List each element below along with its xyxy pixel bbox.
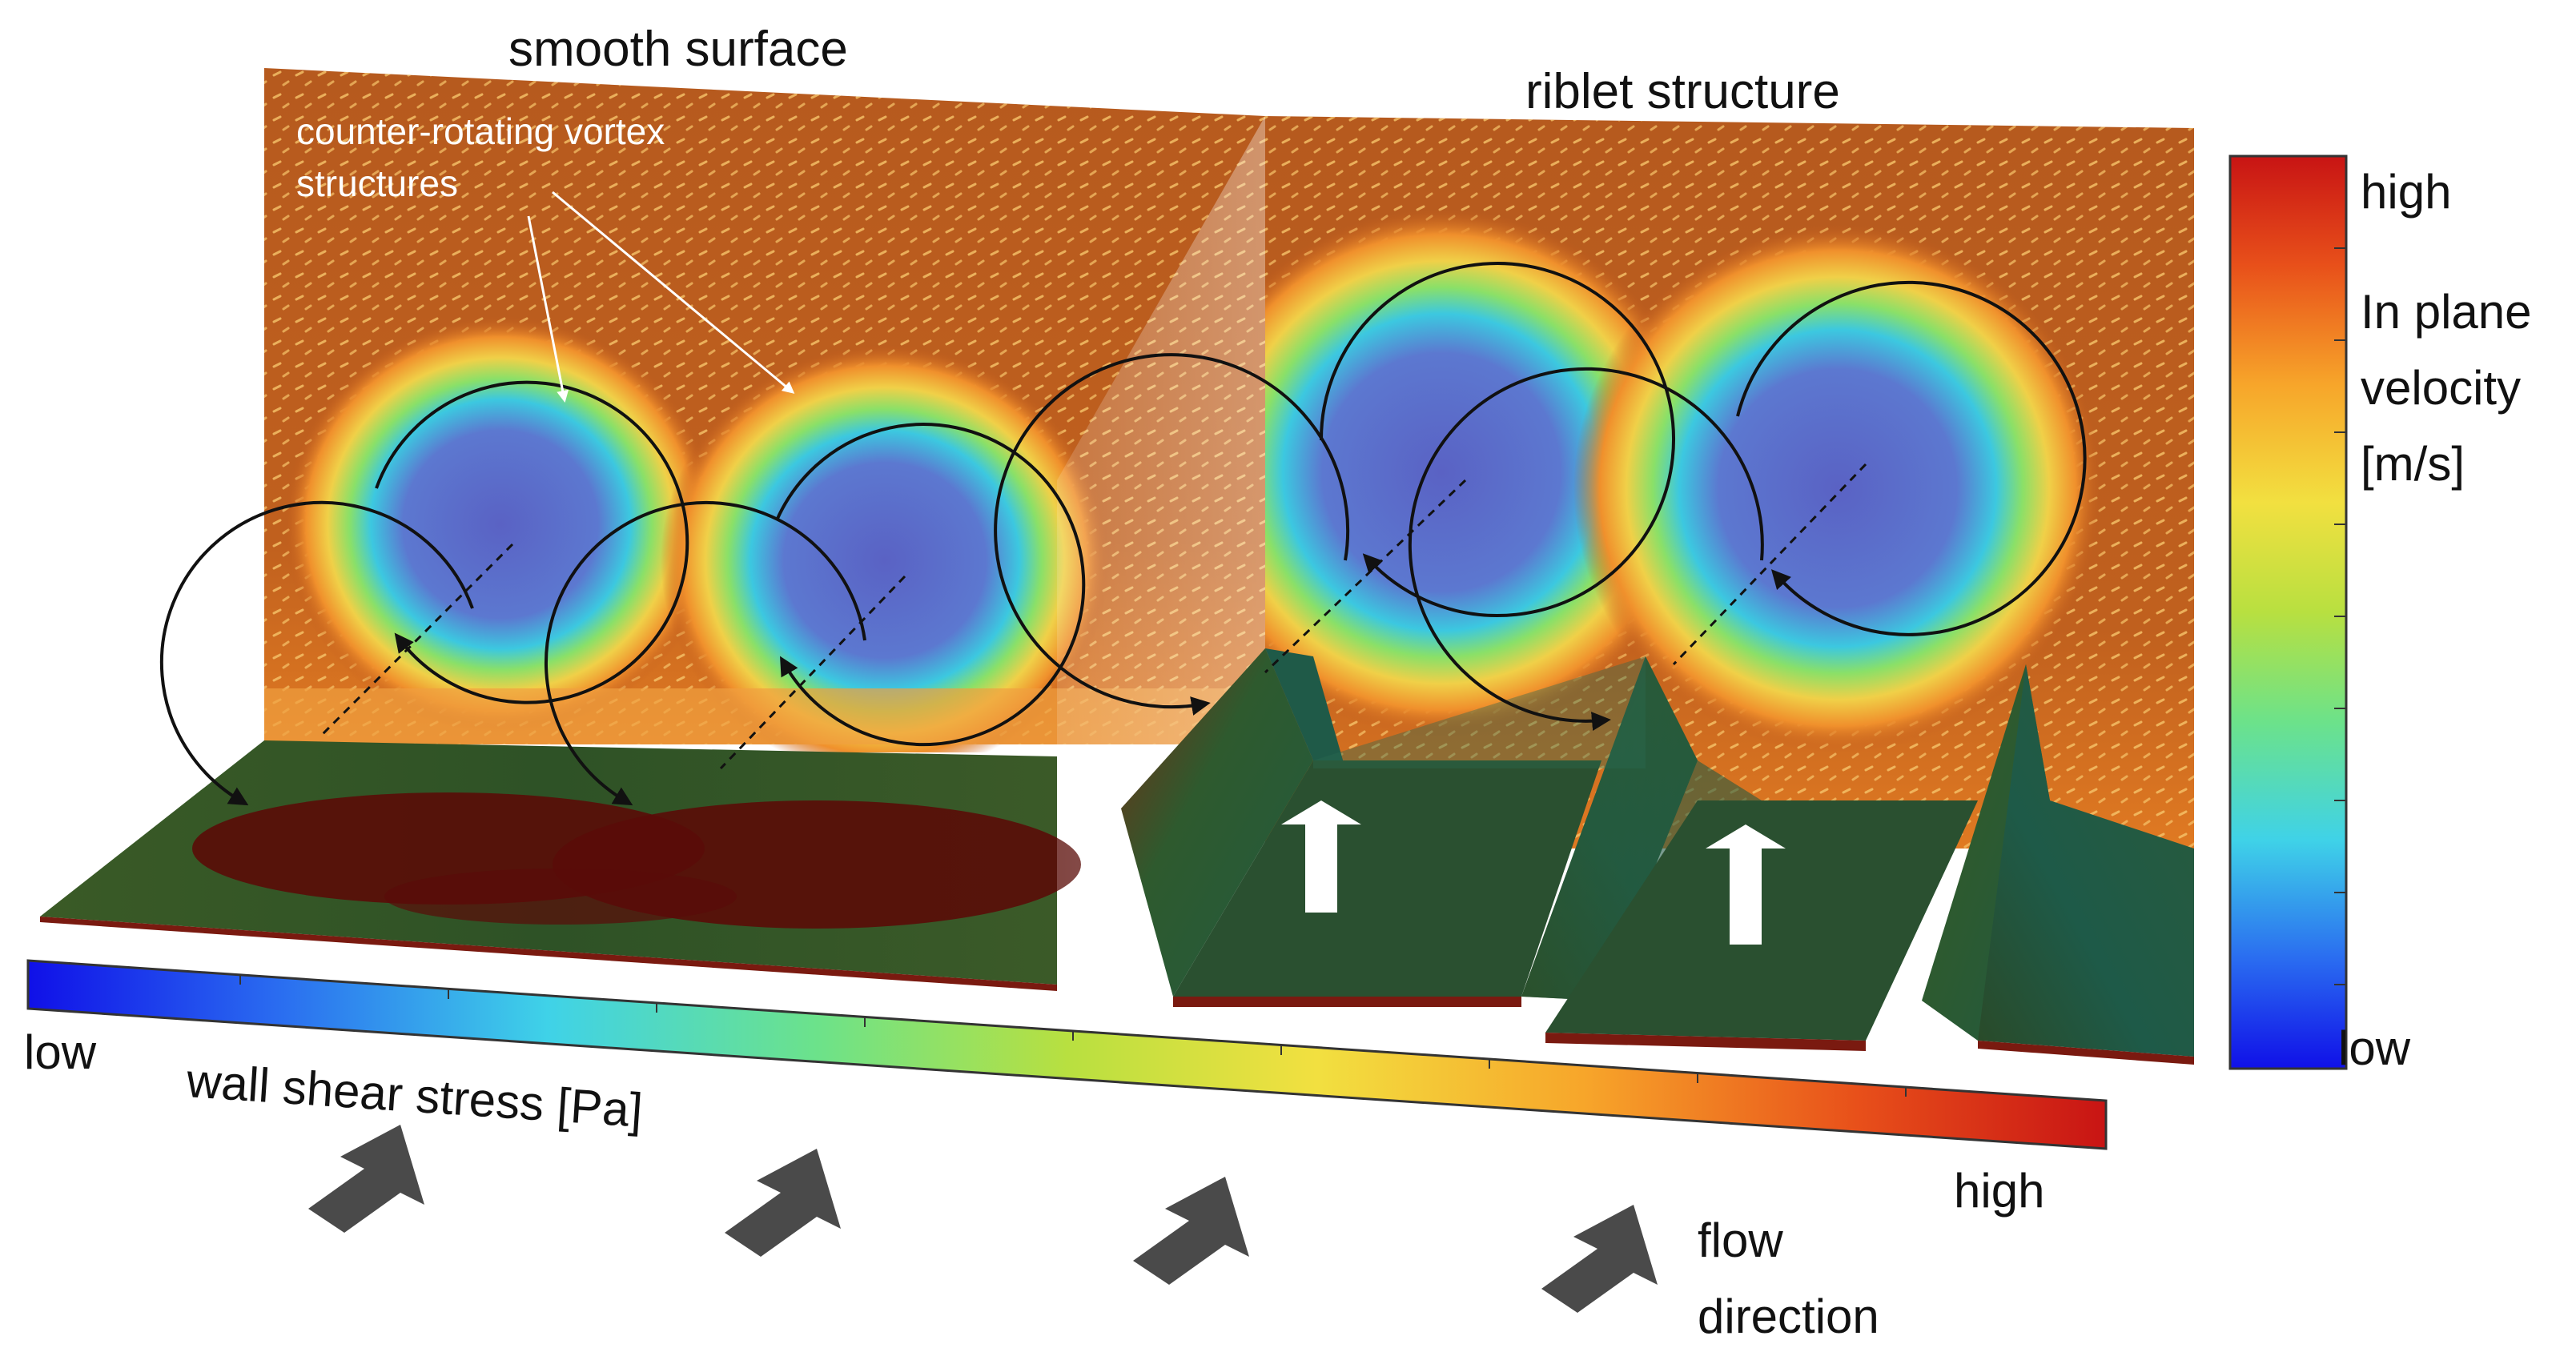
velocity-low-label: low: [2338, 1021, 2411, 1075]
white-up-arrow-2: [1706, 824, 1786, 945]
flow-arrow-3: [1133, 1177, 1249, 1285]
vortex-core-4: [1573, 224, 2102, 752]
vortex-arrow-8: [1408, 367, 1764, 731]
label-smooth-surface: smooth surface: [508, 22, 848, 77]
vortex-arrow-4: [544, 501, 866, 806]
vortex-arrow-3: [775, 423, 1086, 747]
vortex-core-2: [661, 344, 1109, 752]
velocity-colorbar: [2228, 154, 2348, 1070]
label-vortex-line2: structures: [296, 162, 458, 204]
vortex-axes: [319, 463, 1867, 770]
velocity-title-line2: velocity: [2361, 361, 2521, 415]
flow-arrow-4: [1541, 1205, 1658, 1313]
annotation-arrows: [527, 191, 795, 403]
flow-label-line1: flow: [1698, 1214, 1783, 1267]
shear-low-label: low: [24, 1025, 97, 1079]
vortex-arrow-2: [159, 500, 474, 806]
velocity-title-line1: In plane: [2361, 285, 2532, 339]
vortex-arrow-1: [375, 380, 689, 704]
flow-arrow-1: [308, 1125, 424, 1233]
vortex-arrow-7: [1736, 280, 2087, 636]
riblet-structure: [1121, 648, 2194, 1065]
white-up-arrow-1: [1281, 800, 1361, 913]
smooth-field-panel: [264, 68, 1265, 752]
riblet-field-panel: [1265, 116, 2194, 848]
label-vortex-line1: counter-rotating vortex: [296, 110, 665, 152]
flow-arrow-2: [725, 1149, 841, 1257]
upwash-arrows: [1281, 800, 1786, 945]
shear-stress-colorbar: [26, 959, 2108, 1150]
flow-label-line2: direction: [1698, 1290, 1879, 1343]
shear-high-label: high: [1954, 1164, 2044, 1218]
velocity-title-line3: [m/s]: [2361, 437, 2465, 491]
vortex-arrow-6: [994, 353, 1350, 716]
vortex-arrow-5: [1319, 262, 1675, 617]
label-riblet-structure: riblet structure: [1525, 64, 1840, 119]
shear-title: wall shear stress [Pa]: [184, 1053, 644, 1137]
vortex-core-3: [1265, 208, 1706, 736]
vortex-core-1: [284, 316, 717, 732]
flow-arrows: [308, 1125, 1658, 1313]
vortex-arrows: [159, 262, 2087, 806]
smooth-floor: [40, 740, 1081, 991]
velocity-high-label: high: [2361, 165, 2451, 219]
